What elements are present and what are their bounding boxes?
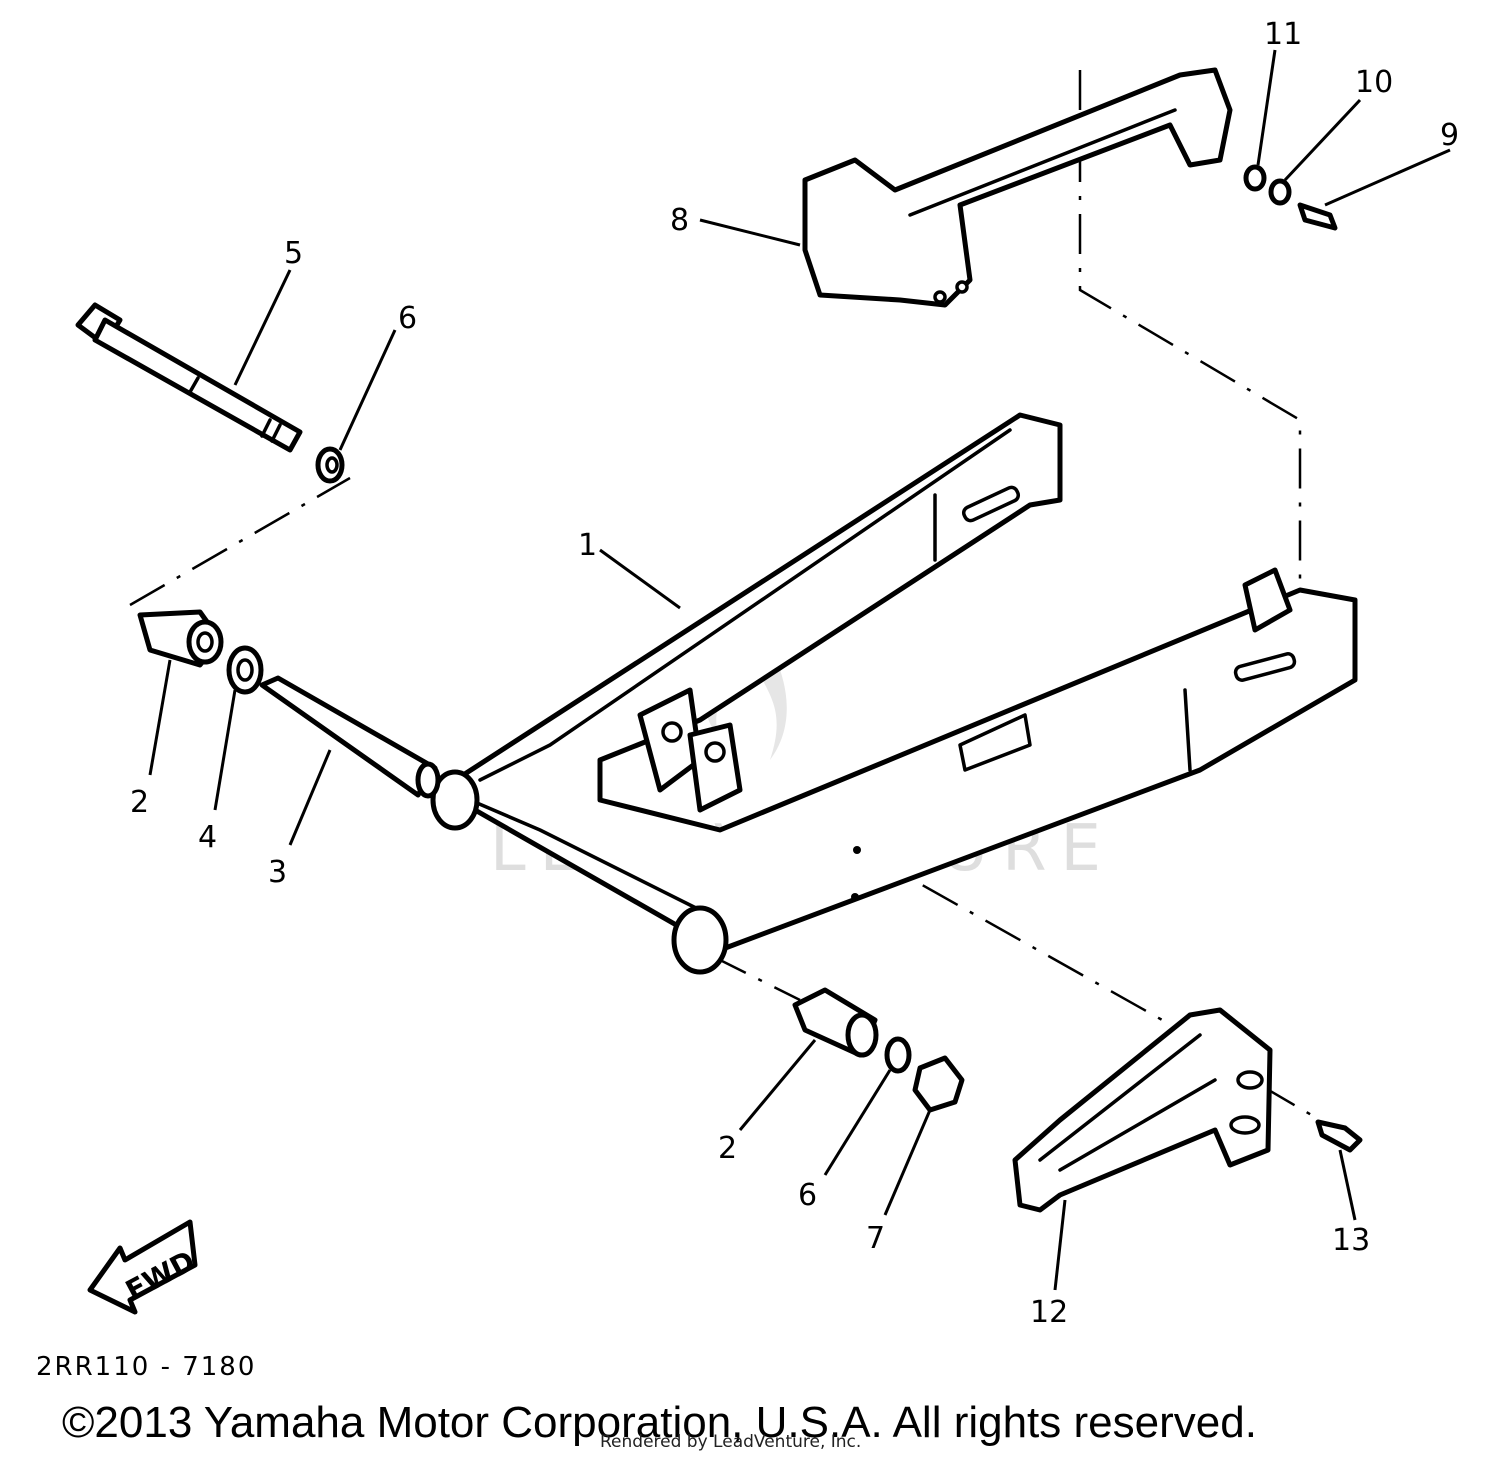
washer-10 [1268, 98, 1362, 206]
callout-9: 9 [1440, 118, 1459, 153]
callout-1: 1 [578, 528, 597, 563]
bolt-13 [1315, 1119, 1363, 1221]
chain-guide-upper [699, 67, 1233, 308]
callout-6-lower: 6 [798, 1178, 817, 1213]
callout-3: 3 [268, 855, 287, 890]
callout-2-left: 2 [130, 785, 149, 820]
callout-2-right: 2 [718, 1131, 737, 1166]
callout-8: 8 [670, 203, 689, 238]
bushing-right [738, 987, 879, 1131]
washer-upper [315, 329, 397, 484]
swingarm [430, 412, 1358, 975]
screw-9 [1297, 148, 1451, 231]
bushing-left [137, 609, 224, 776]
callout-4: 4 [198, 820, 217, 855]
callout-11: 11 [1264, 17, 1302, 52]
callout-numbers: 1 2 3 4 5 6 8 9 10 11 2 6 7 12 13 [130, 17, 1459, 1330]
nut-11 [1243, 49, 1277, 192]
diagram-code: 2RR110 - 7180 [36, 1352, 257, 1382]
washer-lower [823, 1036, 912, 1176]
washer-left [213, 645, 264, 811]
callout-12: 12 [1030, 1295, 1068, 1330]
callout-10: 10 [1355, 65, 1393, 100]
callout-6-upper: 6 [398, 301, 417, 336]
copyright-notice: ©2013 Yamaha Motor Corporation, U.S.A. A… [62, 1398, 1257, 1447]
nut-7 [883, 1055, 965, 1216]
pivot-collar [259, 675, 441, 846]
render-credit: Rendered by LeadVenture, Inc. [600, 1432, 862, 1452]
pivot-bolt [75, 269, 303, 453]
callout-5: 5 [284, 236, 303, 271]
callout-13: 13 [1332, 1223, 1370, 1258]
chain-guide-lower [1012, 1007, 1273, 1291]
callout-7: 7 [866, 1221, 885, 1256]
fwd-arrow: FWD [87, 1219, 200, 1315]
